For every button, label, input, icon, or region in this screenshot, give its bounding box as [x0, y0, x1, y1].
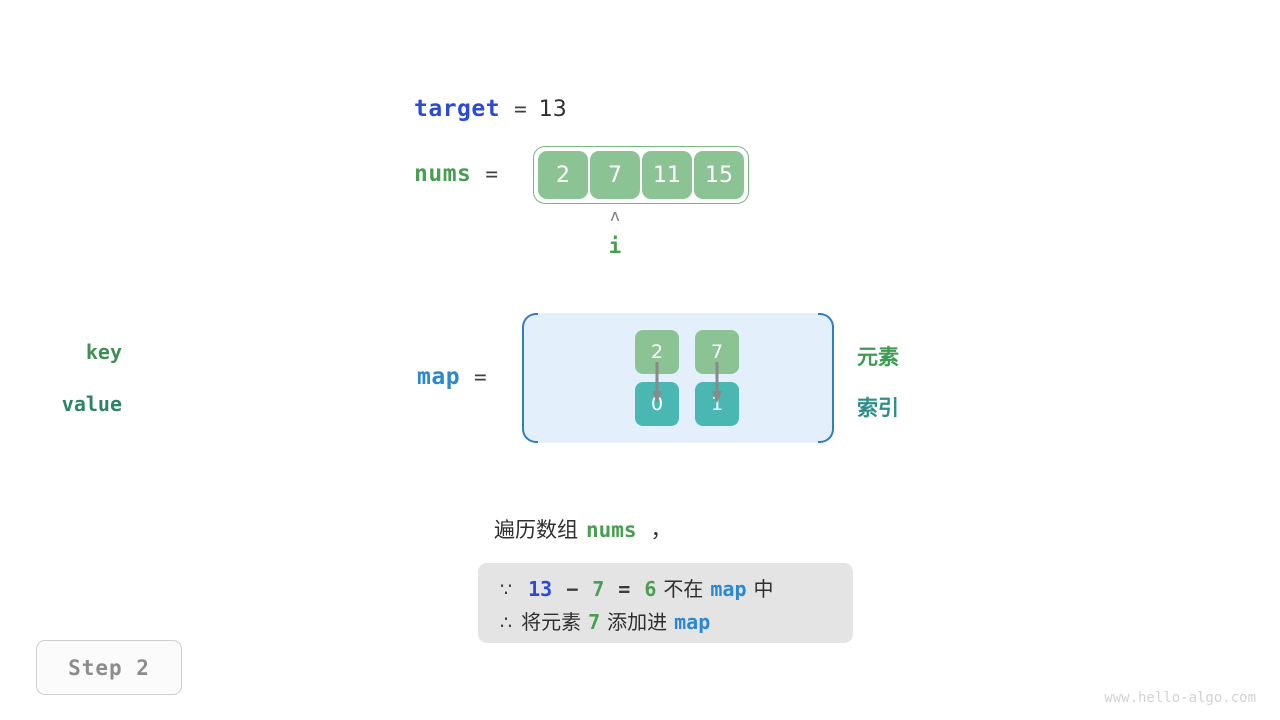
array-cell: 2 [538, 151, 588, 199]
map-equals-sign: = [474, 365, 487, 389]
step-badge-label: Step 2 [68, 655, 150, 680]
note-text-add-into: 添加进 [607, 610, 668, 634]
nums-variable-name: nums [414, 161, 472, 187]
index-pointer-label: i [608, 234, 622, 258]
note-equals-sign: = [618, 577, 631, 601]
index-pointer-group: ʌ i [592, 206, 638, 259]
note-added-value: 7 [588, 610, 601, 634]
target-value: 13 [538, 96, 567, 122]
array-cell: 15 [694, 151, 744, 199]
because-symbol-icon: ∵ [500, 579, 513, 601]
array-cell: 7 [590, 151, 640, 199]
note-text-not-in: 不在 [663, 577, 704, 601]
caption-code-token: nums [586, 518, 637, 542]
map-value-label: value [61, 392, 122, 416]
note-result-value: 6 [644, 577, 657, 601]
caption-text: 遍历数组 nums ， [494, 514, 672, 544]
note-line-therefore: ∴ 将元素 7 添加进 map [500, 606, 831, 639]
map-brace-left-icon [522, 313, 538, 443]
note-map-token: map [710, 577, 747, 601]
array-cell: 11 [642, 151, 692, 199]
nums-equals-sign: = [485, 162, 499, 186]
nums-array: 2 7 11 15 [533, 146, 749, 204]
note-operand-current: 7 [592, 577, 605, 601]
target-assignment-row: target = 13 [414, 92, 567, 126]
therefore-symbol-icon: ∴ [500, 612, 513, 634]
map-assignment-row: map = [417, 364, 487, 390]
note-map-token: map [674, 610, 711, 634]
key-to-value-arrow-icon [712, 362, 722, 403]
map-container [522, 313, 834, 443]
note-text-add-element: 将元素 [521, 610, 582, 634]
watermark: www.hello-algo.com [1104, 690, 1256, 706]
note-text-in: 中 [753, 577, 774, 601]
target-variable-name: target [414, 96, 501, 122]
side-label-index: 索引 [857, 396, 899, 420]
note-operand-target: 13 [528, 577, 553, 601]
map-brace-right-icon [818, 313, 834, 443]
key-to-value-arrow-icon [652, 362, 662, 403]
target-equals-sign: = [514, 97, 527, 121]
step-badge: Step 2 [36, 640, 182, 695]
map-value-cell: 1 [695, 382, 739, 426]
side-label-element: 元素 [857, 345, 899, 369]
reasoning-note-box: ∵ 13 − 7 = 6 不在 map 中 ∴ 将元素 7 添加进 map [478, 563, 853, 643]
map-variable-name: map [417, 364, 461, 390]
nums-assignment-row: nums = [414, 158, 498, 190]
caret-up-icon: ʌ [610, 206, 620, 225]
map-key-label: key [85, 340, 122, 364]
caption-comma: ， [650, 518, 672, 542]
map-value-cell: 0 [635, 382, 679, 426]
caption-prefix: 遍历数组 [494, 518, 578, 542]
note-line-because: ∵ 13 − 7 = 6 不在 map 中 [500, 573, 831, 606]
note-minus-sign: − [566, 577, 579, 601]
